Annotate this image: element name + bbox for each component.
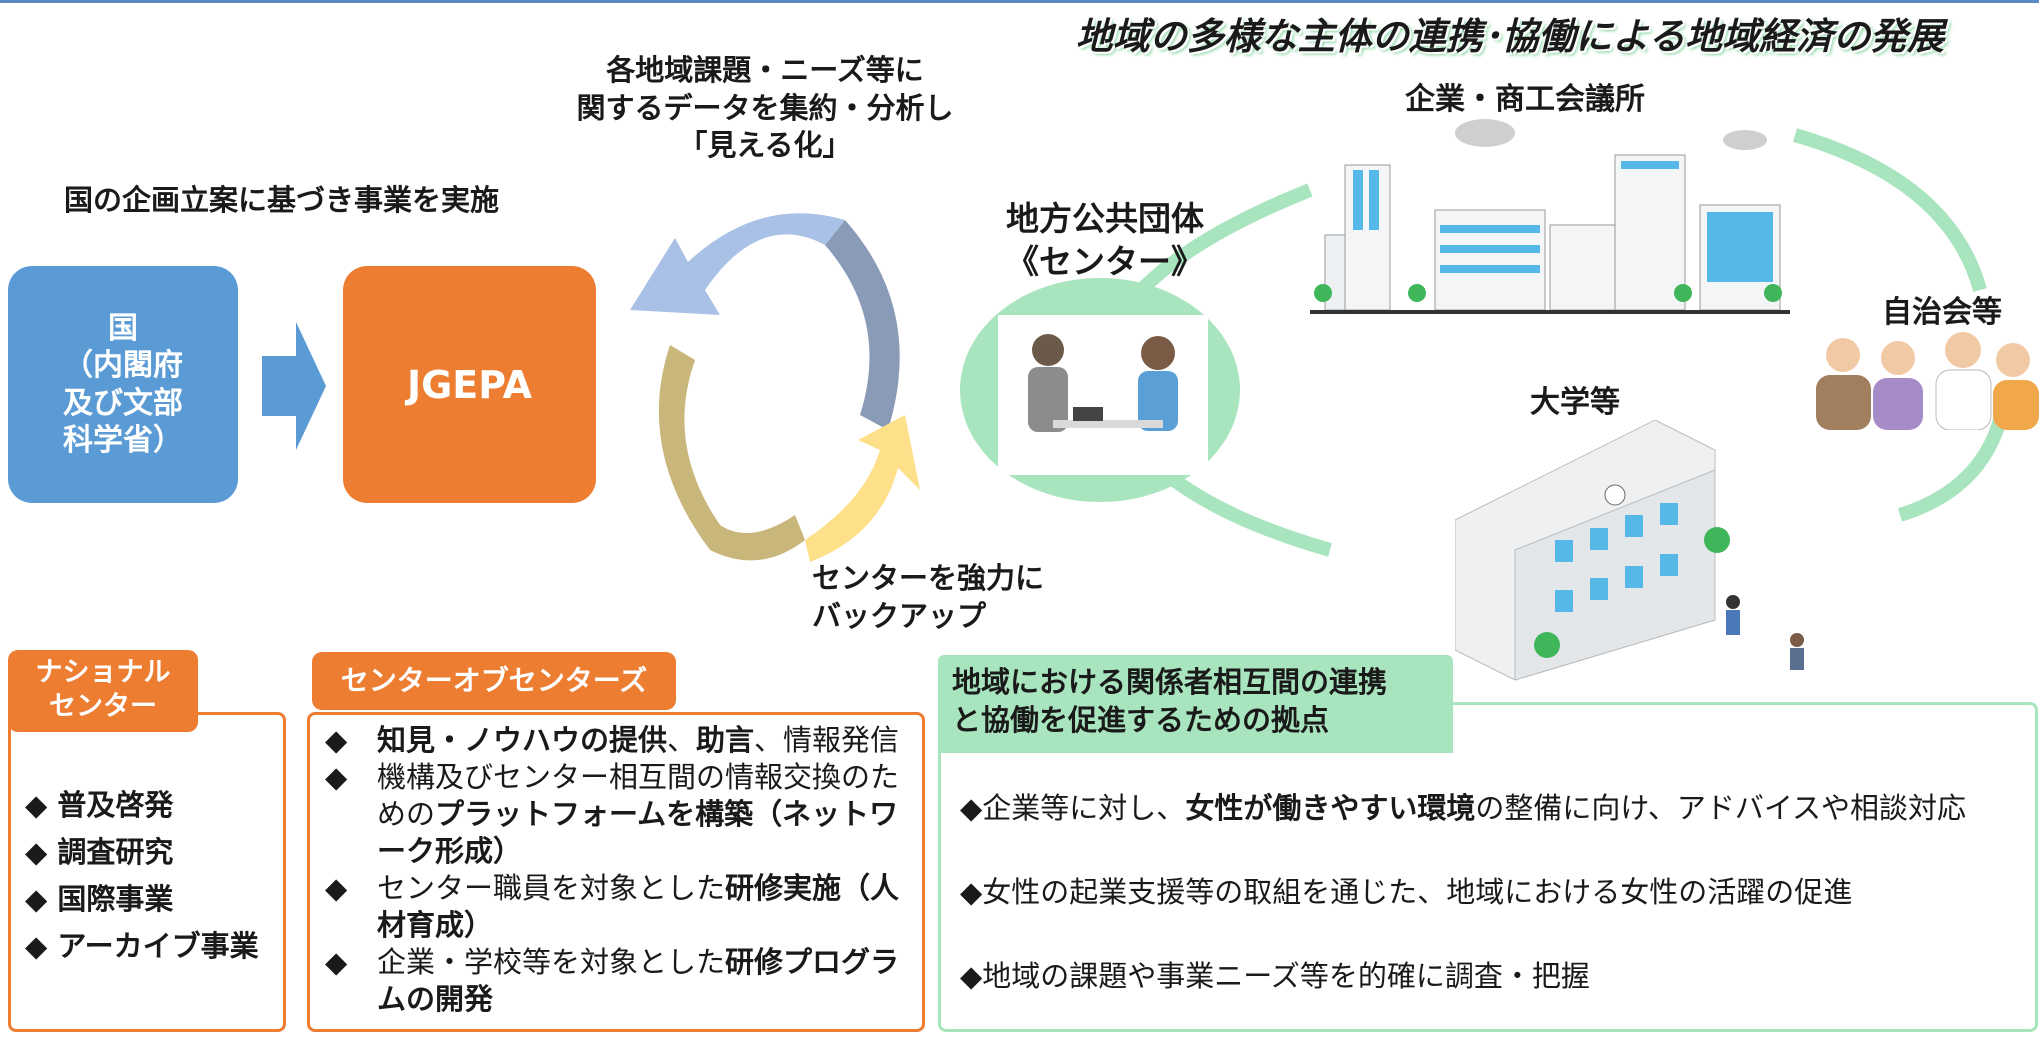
text-run: 企業・学校等を対象とした xyxy=(377,945,726,979)
top-rule xyxy=(0,0,2039,3)
text-run: ◆地域の課題や事業ニーズ等を的確に調査・把握 xyxy=(960,959,1590,993)
list-item: ◆地域の課題や事業ニーズ等を的確に調査・把握 xyxy=(960,953,2030,995)
residents-illustration xyxy=(1816,332,2039,430)
diamond-bullet-icon: ◆ xyxy=(325,945,348,979)
text-run: 研修プログラムの開発 xyxy=(377,945,900,1016)
text-run: 研修実施（人材育成） xyxy=(377,871,900,942)
country-box: 国 （内閣府 及び文部 科学省） xyxy=(8,266,238,503)
list-item: ◆女性の起業支援等の取組を通じた、地域における女性の活躍の促進 xyxy=(960,869,2030,911)
arrow-right-icon xyxy=(262,322,326,450)
list-item: ◆ アーカイブ事業 xyxy=(25,929,259,963)
city-buildings-illustration xyxy=(1310,119,1790,314)
text-run: の整備に向け、アドバイスや相談対応 xyxy=(1475,791,1967,825)
text-run: 知見・ノウハウの提供 xyxy=(377,723,668,757)
text-run: プラットフォームを構築（ネットワーク形成） xyxy=(377,797,899,868)
center-of-centers-list: ◆ 知見・ノウハウの提供、助言、情報発信 ◆ 機構及びセンター相互間の情報交換のための… xyxy=(325,722,915,1018)
text-run: 女性が働きやすい環境 xyxy=(1185,791,1476,825)
regional-base-frame xyxy=(938,702,2038,1032)
community-label: 自治会等 xyxy=(1882,295,2002,330)
list-item-text: 知見・ノウハウの提供、助言、情報発信 xyxy=(377,722,899,759)
university-label: 大学等 xyxy=(1530,385,1620,420)
center-of-centers-frame xyxy=(307,712,925,1032)
center-of-centers-tab: センターオブセンターズ xyxy=(312,652,676,710)
regional-base-list: ◆企業等に対し、女性が働きやすい環境の整備に向け、アドバイスや相談対応 ◆女性の起… xyxy=(960,785,2030,1037)
jgepa-box: JGEPA xyxy=(343,266,596,503)
national-center-tab: ナショナル センター xyxy=(8,650,198,732)
text-run: 助言 xyxy=(696,723,755,757)
university-illustration xyxy=(1455,420,1804,681)
cycle-arrows-icon xyxy=(630,213,920,562)
list-item-text: 企業・学校等を対象とした研修プログラムの開発 xyxy=(377,944,915,1018)
list-item: ◆ 企業・学校等を対象とした研修プログラムの開発 xyxy=(325,944,915,1018)
text-run: ◆企業等に対し、 xyxy=(960,791,1186,825)
diamond-bullet-icon: ◆ xyxy=(325,760,348,794)
country-box-label: 国 （内閣府 及び文部 科学省） xyxy=(63,310,183,459)
national-center-frame xyxy=(8,712,286,1032)
list-item: ◆ センター職員を対象とした研修実施（人材育成） xyxy=(325,870,915,944)
text-run: 機構及びセンター相互間の情報交換のための xyxy=(377,760,900,831)
list-item-text: 機構及びセンター相互間の情報交換のためのプラットフォームを構築（ネットワーク形成… xyxy=(377,759,915,870)
text-run: ◆女性の起業支援等の取組を通じた、地域における女性の活躍の促進 xyxy=(960,875,1853,909)
text-run: センター職員を対象とした xyxy=(377,871,726,905)
cycle-bottom-text: センターを強力に バックアップ xyxy=(812,561,1045,633)
cycle-top-text: 各地域課題・ニーズ等に 関するデータを集約・分析し 「見える化」 xyxy=(576,53,954,163)
meeting-illustration xyxy=(998,315,1208,475)
list-item: ◆ 調査研究 xyxy=(25,835,174,869)
national-center-panel xyxy=(8,712,286,1032)
regional-base-tab: 地域における関係者相互間の連携 と協働を促進するための拠点 xyxy=(938,655,1453,753)
country-caption: 国の企画立案に基づき事業を実施 xyxy=(64,183,500,217)
list-item: ◆ 普及啓発 xyxy=(25,788,174,822)
list-item-text: センター職員を対象とした研修実施（人材育成） xyxy=(377,870,915,944)
list-item: ◆ 国際事業 xyxy=(25,882,174,916)
list-item: ◆ 機構及びセンター相互間の情報交換のためのプラットフォームを構築（ネットワーク形… xyxy=(325,759,915,870)
companies-label: 企業・商工会議所 xyxy=(1405,82,1645,117)
list-item: ◆ 知見・ノウハウの提供、助言、情報発信 xyxy=(325,722,915,759)
diamond-bullet-icon: ◆ xyxy=(325,723,348,757)
text-run: 、 xyxy=(667,723,697,757)
list-item: ◆企業等に対し、女性が働きやすい環境の整備に向け、アドバイスや相談対応 xyxy=(960,785,2030,827)
text-run: 、情報発信 xyxy=(754,723,900,757)
headline: 地域の多様な主体の連携･協働による地域経済の発展 xyxy=(1075,15,1945,58)
diamond-bullet-icon: ◆ xyxy=(325,871,348,905)
national-center-list: ◆ 普及啓発 ◆ 調査研究 ◆ 国際事業 ◆ アーカイブ事業 xyxy=(25,782,259,970)
local-gov-label: 地方公共団体 《センター》 xyxy=(1006,199,1204,281)
